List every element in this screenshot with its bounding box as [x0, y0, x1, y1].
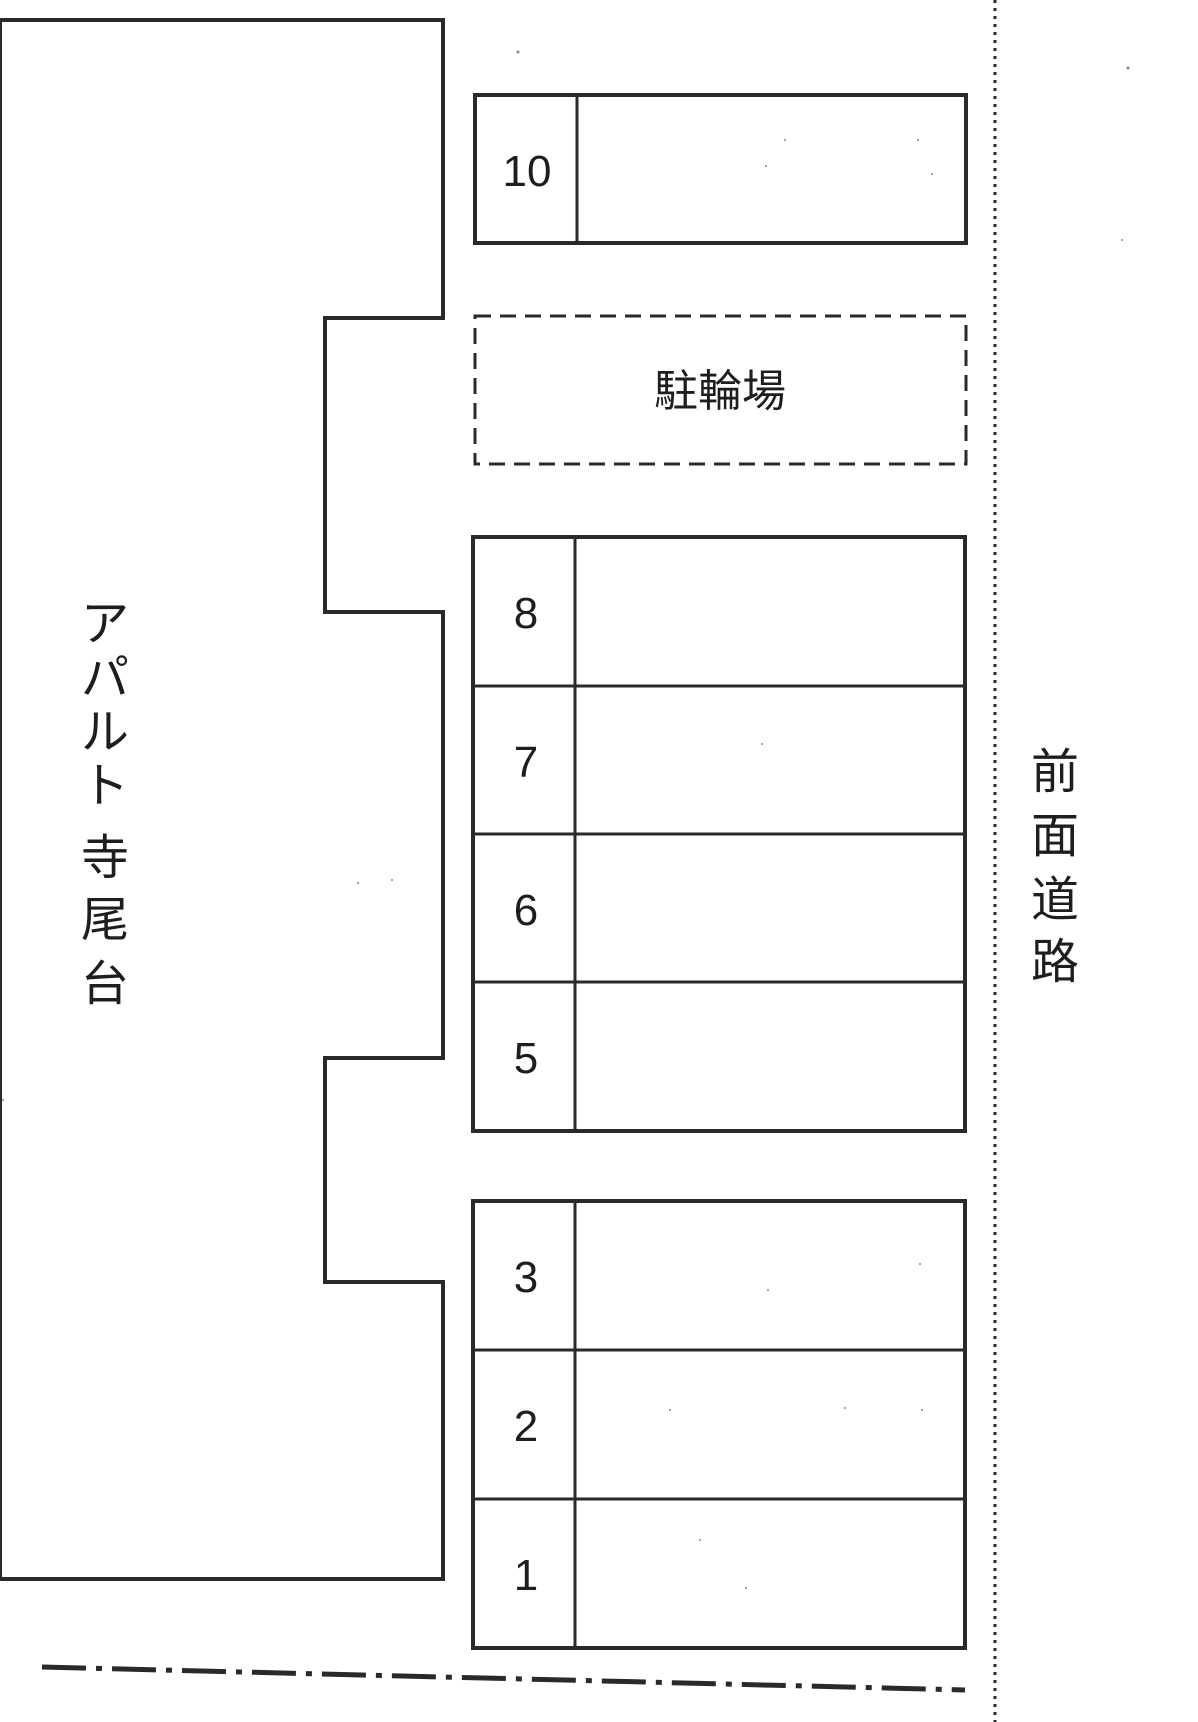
parking-number-6: 6 — [514, 886, 538, 935]
road-name: 前 面 道 路 — [1031, 744, 1079, 990]
building-name-char: ト — [81, 758, 129, 814]
parking-number-3: 3 — [514, 1253, 538, 1302]
parking-number-5: 5 — [514, 1034, 538, 1083]
parking-numbers: 10 8 7 6 5 3 2 1 — [503, 147, 552, 1600]
road-name-char: 路 — [1031, 934, 1079, 990]
building-name-char: 尾 — [81, 892, 129, 948]
road-name-char: 前 — [1031, 744, 1079, 800]
bicycle-parking-label: 駐輪場 — [654, 366, 786, 417]
scan-specks — [2, 50, 1130, 1589]
building-name-char: ア — [81, 596, 129, 652]
bicycle-parking-area — [473, 314, 968, 466]
parking-block-10 — [473, 93, 968, 245]
building-name-char: 台 — [81, 956, 129, 1012]
building-name-char: パ — [81, 650, 129, 706]
parking-number-8: 8 — [514, 589, 538, 638]
apartment-building-outline — [0, 18, 445, 1581]
parking-number-7: 7 — [514, 738, 538, 787]
building-name-char: ル — [81, 704, 129, 760]
road-name-char: 道 — [1031, 872, 1079, 928]
property-boundary-line — [41, 1664, 966, 1693]
parking-number-2: 2 — [514, 1402, 538, 1451]
parking-block-1-3 — [471, 1199, 967, 1650]
parking-number-10: 10 — [503, 147, 552, 196]
building-name-char: 寺 — [81, 830, 129, 886]
parking-number-1: 1 — [514, 1551, 538, 1600]
building-name: ア パ ル ト 寺 尾 台 — [81, 596, 129, 1012]
road-name-char: 面 — [1031, 808, 1079, 864]
